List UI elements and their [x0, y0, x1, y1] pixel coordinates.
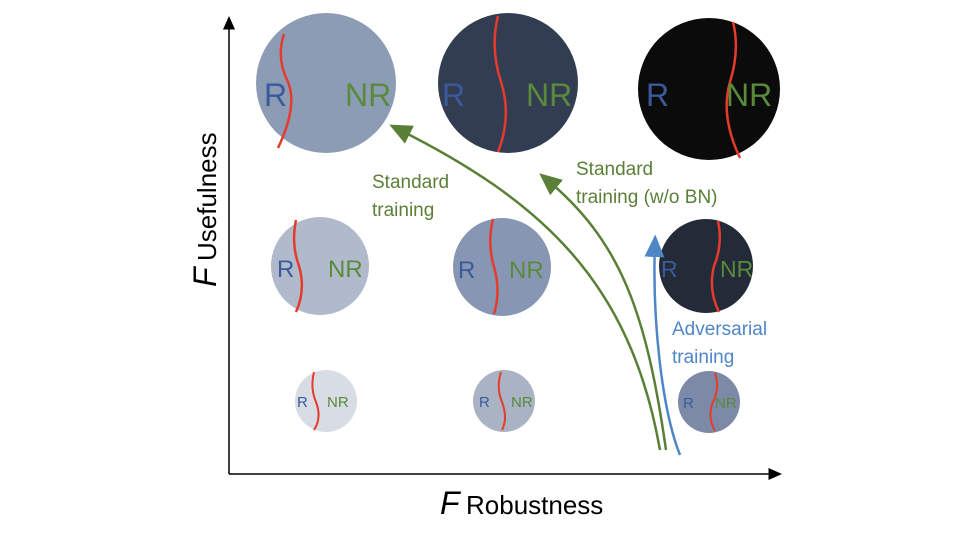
standard-training-wo-bn-label: Standard training (w/o BN) [576, 159, 718, 208]
boundary-line [292, 219, 304, 313]
robust-label: R [277, 256, 294, 283]
standard-training-line1: Standard [372, 172, 449, 193]
adversarial-training-label: Adversarial training [672, 319, 767, 368]
circle-row2-col2: R NR [453, 218, 551, 316]
non-robust-label: NR [345, 77, 391, 113]
adversarial-line1: Adversarial [672, 319, 767, 340]
x-axis-label: Robustness [466, 490, 603, 520]
standard-training-line2: training [372, 200, 434, 221]
robust-label: R [264, 77, 287, 113]
non-robust-label: NR [720, 256, 753, 282]
circle-row3-col1: R NR [295, 370, 357, 432]
non-robust-label: NR [511, 394, 533, 411]
non-robust-label: NR [726, 77, 772, 113]
robust-label: R [458, 257, 475, 284]
standard-wo-bn-line1: Standard [576, 159, 653, 180]
standard-training-wo-bn-arrow [539, 173, 668, 451]
x-axis-symbol: F [440, 485, 462, 521]
standard-wo-bn-line2: training (w/o BN) [576, 187, 718, 208]
boundary-line [710, 220, 722, 313]
adversarial-line2: training [672, 347, 734, 368]
circle-row2-col3: R NR [659, 219, 753, 313]
circle-row3-col3: R NR [678, 371, 740, 433]
non-robust-label: NR [715, 395, 737, 412]
circle-row3-col2: R NR [473, 370, 535, 432]
non-robust-label: NR [509, 257, 544, 284]
y-axis-symbol: F [187, 265, 223, 287]
robust-label: R [661, 256, 678, 282]
standard-training-arrow [389, 124, 662, 451]
boundary-line [493, 15, 508, 153]
robust-label: R [297, 394, 308, 411]
circle-row2-col1: R NR [271, 217, 369, 315]
boundary-line [725, 21, 742, 159]
boundary-line [276, 33, 293, 149]
standard-training-label: Standard training [372, 172, 449, 221]
non-robust-label: NR [328, 256, 363, 283]
circle-row1-col3: R NR [638, 18, 780, 160]
boundary-line [489, 218, 499, 315]
robust-label: R [442, 77, 465, 113]
adversarial-training-arrow [644, 234, 682, 456]
circle-row1-col2: R NR [438, 13, 578, 153]
boundary-line [497, 371, 506, 431]
non-robust-label: NR [327, 394, 349, 411]
x-axis-title: F Robustness [440, 485, 603, 521]
robust-label: R [646, 77, 669, 113]
robust-label: R [479, 394, 490, 411]
y-axis-title: F Usefulness [187, 132, 223, 287]
y-axis-label: Usefulness [192, 132, 222, 261]
non-robust-label: NR [526, 77, 572, 113]
boundary-line [311, 371, 320, 431]
boundary-line [709, 372, 719, 432]
robust-label: R [683, 395, 694, 412]
circle-row1-col1: R NR [256, 13, 396, 153]
